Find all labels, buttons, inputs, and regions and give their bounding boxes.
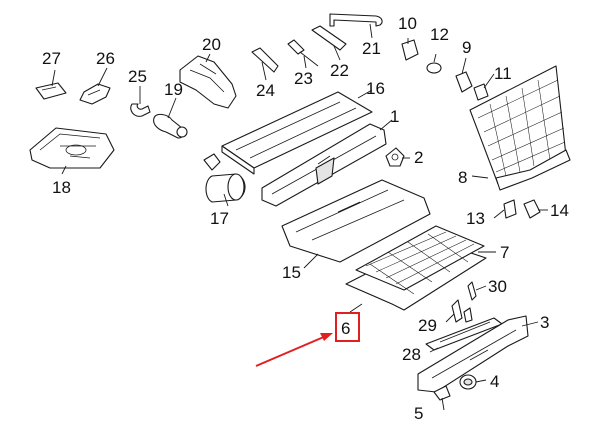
part-30-clip bbox=[467, 281, 477, 301]
callout-2: 2 bbox=[414, 148, 423, 167]
callout-14: 14 bbox=[550, 201, 569, 220]
part-20-side-bracket bbox=[179, 55, 237, 109]
callout-12: 12 bbox=[430, 25, 449, 44]
callout-5: 5 bbox=[414, 404, 423, 423]
callout-21: 21 bbox=[362, 39, 381, 58]
callout-17: 17 bbox=[210, 209, 229, 228]
callout-25: 25 bbox=[128, 67, 147, 86]
callout-13: 13 bbox=[466, 209, 485, 228]
part-6-net-tray bbox=[345, 225, 487, 311]
callout-30: 30 bbox=[488, 277, 507, 296]
part-9-bracket bbox=[455, 71, 473, 93]
leader-lines bbox=[51, 23, 548, 383]
part-8-cargo-net bbox=[469, 65, 571, 191]
callout-15: 15 bbox=[282, 263, 301, 282]
highlight-box bbox=[335, 312, 360, 342]
callout-10: 10 bbox=[398, 14, 417, 33]
part-4-plug bbox=[459, 374, 477, 390]
callout-22: 22 bbox=[330, 61, 349, 80]
callout-labels: 1 2 3 4 5 6 7 8 9 10 11 12 13 14 15 16 1… bbox=[42, 14, 569, 423]
callout-28: 28 bbox=[402, 345, 421, 364]
callout-4: 4 bbox=[490, 372, 499, 391]
callout-11: 11 bbox=[494, 64, 512, 83]
highlight-marker bbox=[255, 312, 360, 367]
part-16-roller-blind bbox=[221, 91, 373, 175]
part-3-sill-plate bbox=[417, 315, 529, 393]
part-11-bracket bbox=[473, 83, 489, 101]
callout-18: 18 bbox=[52, 178, 71, 197]
part-12-nut bbox=[426, 62, 442, 74]
callout-27: 27 bbox=[42, 49, 61, 68]
callout-23: 23 bbox=[294, 69, 313, 88]
part-27-mat bbox=[35, 82, 67, 100]
part-13-fastener bbox=[503, 199, 517, 219]
part-21-handle bbox=[329, 13, 383, 27]
callout-1: 1 bbox=[390, 107, 399, 126]
callout-20: 20 bbox=[202, 35, 221, 54]
part-10-clip bbox=[401, 39, 419, 61]
part-25-hook bbox=[130, 103, 151, 117]
callout-19: 19 bbox=[164, 80, 183, 99]
part-18-storage-tray bbox=[29, 127, 115, 169]
part-14-fastener bbox=[523, 199, 541, 219]
callout-16: 16 bbox=[366, 79, 385, 98]
callout-26: 26 bbox=[96, 49, 115, 68]
callout-7: 7 bbox=[500, 243, 509, 262]
part-1-rear-panel bbox=[261, 123, 387, 207]
part-17-roller bbox=[203, 153, 246, 203]
highlight-arrow-head bbox=[320, 333, 333, 341]
part-23-tool bbox=[287, 39, 319, 67]
callout-29: 29 bbox=[418, 316, 437, 335]
callout-3: 3 bbox=[540, 313, 549, 332]
part-19-strap bbox=[153, 113, 188, 139]
part-15-floor-panel bbox=[281, 179, 431, 263]
part-29-clip bbox=[451, 299, 473, 323]
callout-24: 24 bbox=[256, 81, 275, 100]
part-24-bracket bbox=[251, 47, 279, 73]
callout-9: 9 bbox=[462, 38, 471, 57]
part-2-clip bbox=[385, 147, 405, 167]
part-5-screw bbox=[433, 385, 451, 411]
part-26-clip bbox=[79, 83, 111, 105]
part-22-bracket bbox=[311, 25, 347, 51]
callout-6: 6 bbox=[341, 319, 350, 338]
highlight-arrow bbox=[255, 335, 327, 367]
callout-8: 8 bbox=[458, 168, 467, 187]
